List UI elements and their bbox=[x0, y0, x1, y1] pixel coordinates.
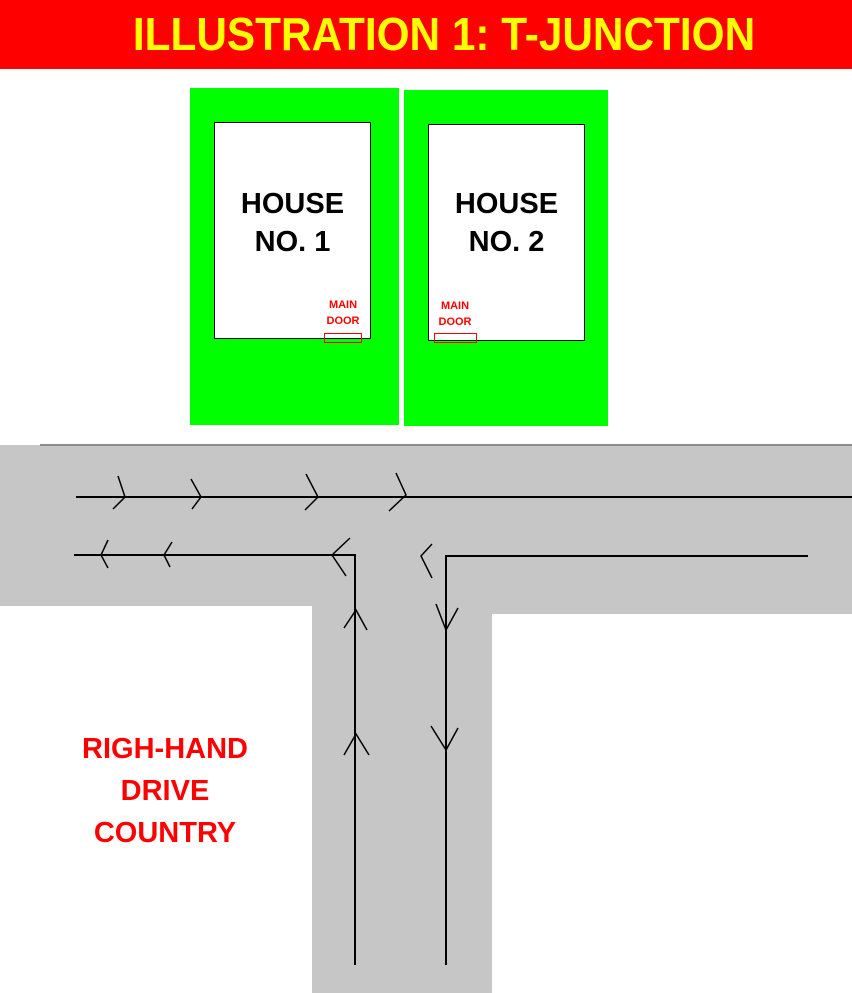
house-2-door-label-line1: MAIN bbox=[440, 300, 470, 312]
arrow-left-icon bbox=[100, 539, 109, 569]
caption-line3: COUNTRY bbox=[93, 817, 237, 849]
main-road bbox=[0, 445, 852, 606]
house-1-door-label-line2: DOOR bbox=[326, 315, 360, 327]
house-1-door-label: MAIN DOOR bbox=[320, 297, 366, 329]
side-road bbox=[312, 600, 492, 993]
house-2-door-label-line2: DOOR bbox=[438, 316, 472, 328]
arrow-left-icon bbox=[163, 541, 173, 568]
house-1-main-door bbox=[324, 333, 362, 343]
main-road-right-shoulder bbox=[492, 600, 852, 614]
arrow-left-icon bbox=[331, 537, 351, 577]
arrow-right-icon bbox=[388, 472, 407, 512]
arrow-up-icon bbox=[343, 732, 370, 756]
arrow-down-icon bbox=[435, 603, 459, 632]
house-2-label-line2: NO. 2 bbox=[468, 226, 545, 258]
house-2-label-line1: HOUSE bbox=[454, 188, 559, 220]
arrow-left-icon bbox=[420, 543, 433, 579]
house-1-label-line1: HOUSE bbox=[240, 188, 345, 220]
house-1: HOUSE NO. 1 bbox=[214, 122, 371, 339]
caption-line1: RIGH-HAND bbox=[82, 733, 248, 765]
house-1-door-label-line1: MAIN bbox=[328, 299, 358, 311]
caption-line2: DRIVE bbox=[120, 775, 210, 807]
house-2: HOUSE NO. 2 bbox=[428, 124, 585, 341]
arrow-right-icon bbox=[190, 478, 202, 510]
house-1-label-line2: NO. 1 bbox=[254, 226, 331, 258]
arrow-up-icon bbox=[343, 608, 368, 631]
diagram-title: ILLUSTRATION 1: T-JUNCTION bbox=[132, 8, 756, 60]
drive-side-caption: RIGH-HAND DRIVE COUNTRY bbox=[40, 728, 290, 854]
road-edge-line bbox=[40, 444, 852, 446]
arrow-right-icon bbox=[304, 473, 319, 511]
house-2-main-door bbox=[434, 333, 477, 343]
house-2-door-label: MAIN DOOR bbox=[432, 298, 478, 330]
lane-westbound-left-line bbox=[74, 554, 356, 965]
title-banner: ILLUSTRATION 1: T-JUNCTION bbox=[0, 0, 852, 69]
lane-westbound-right-line bbox=[445, 555, 808, 965]
arrow-right-icon bbox=[112, 475, 126, 510]
arrow-down-icon bbox=[430, 725, 459, 752]
